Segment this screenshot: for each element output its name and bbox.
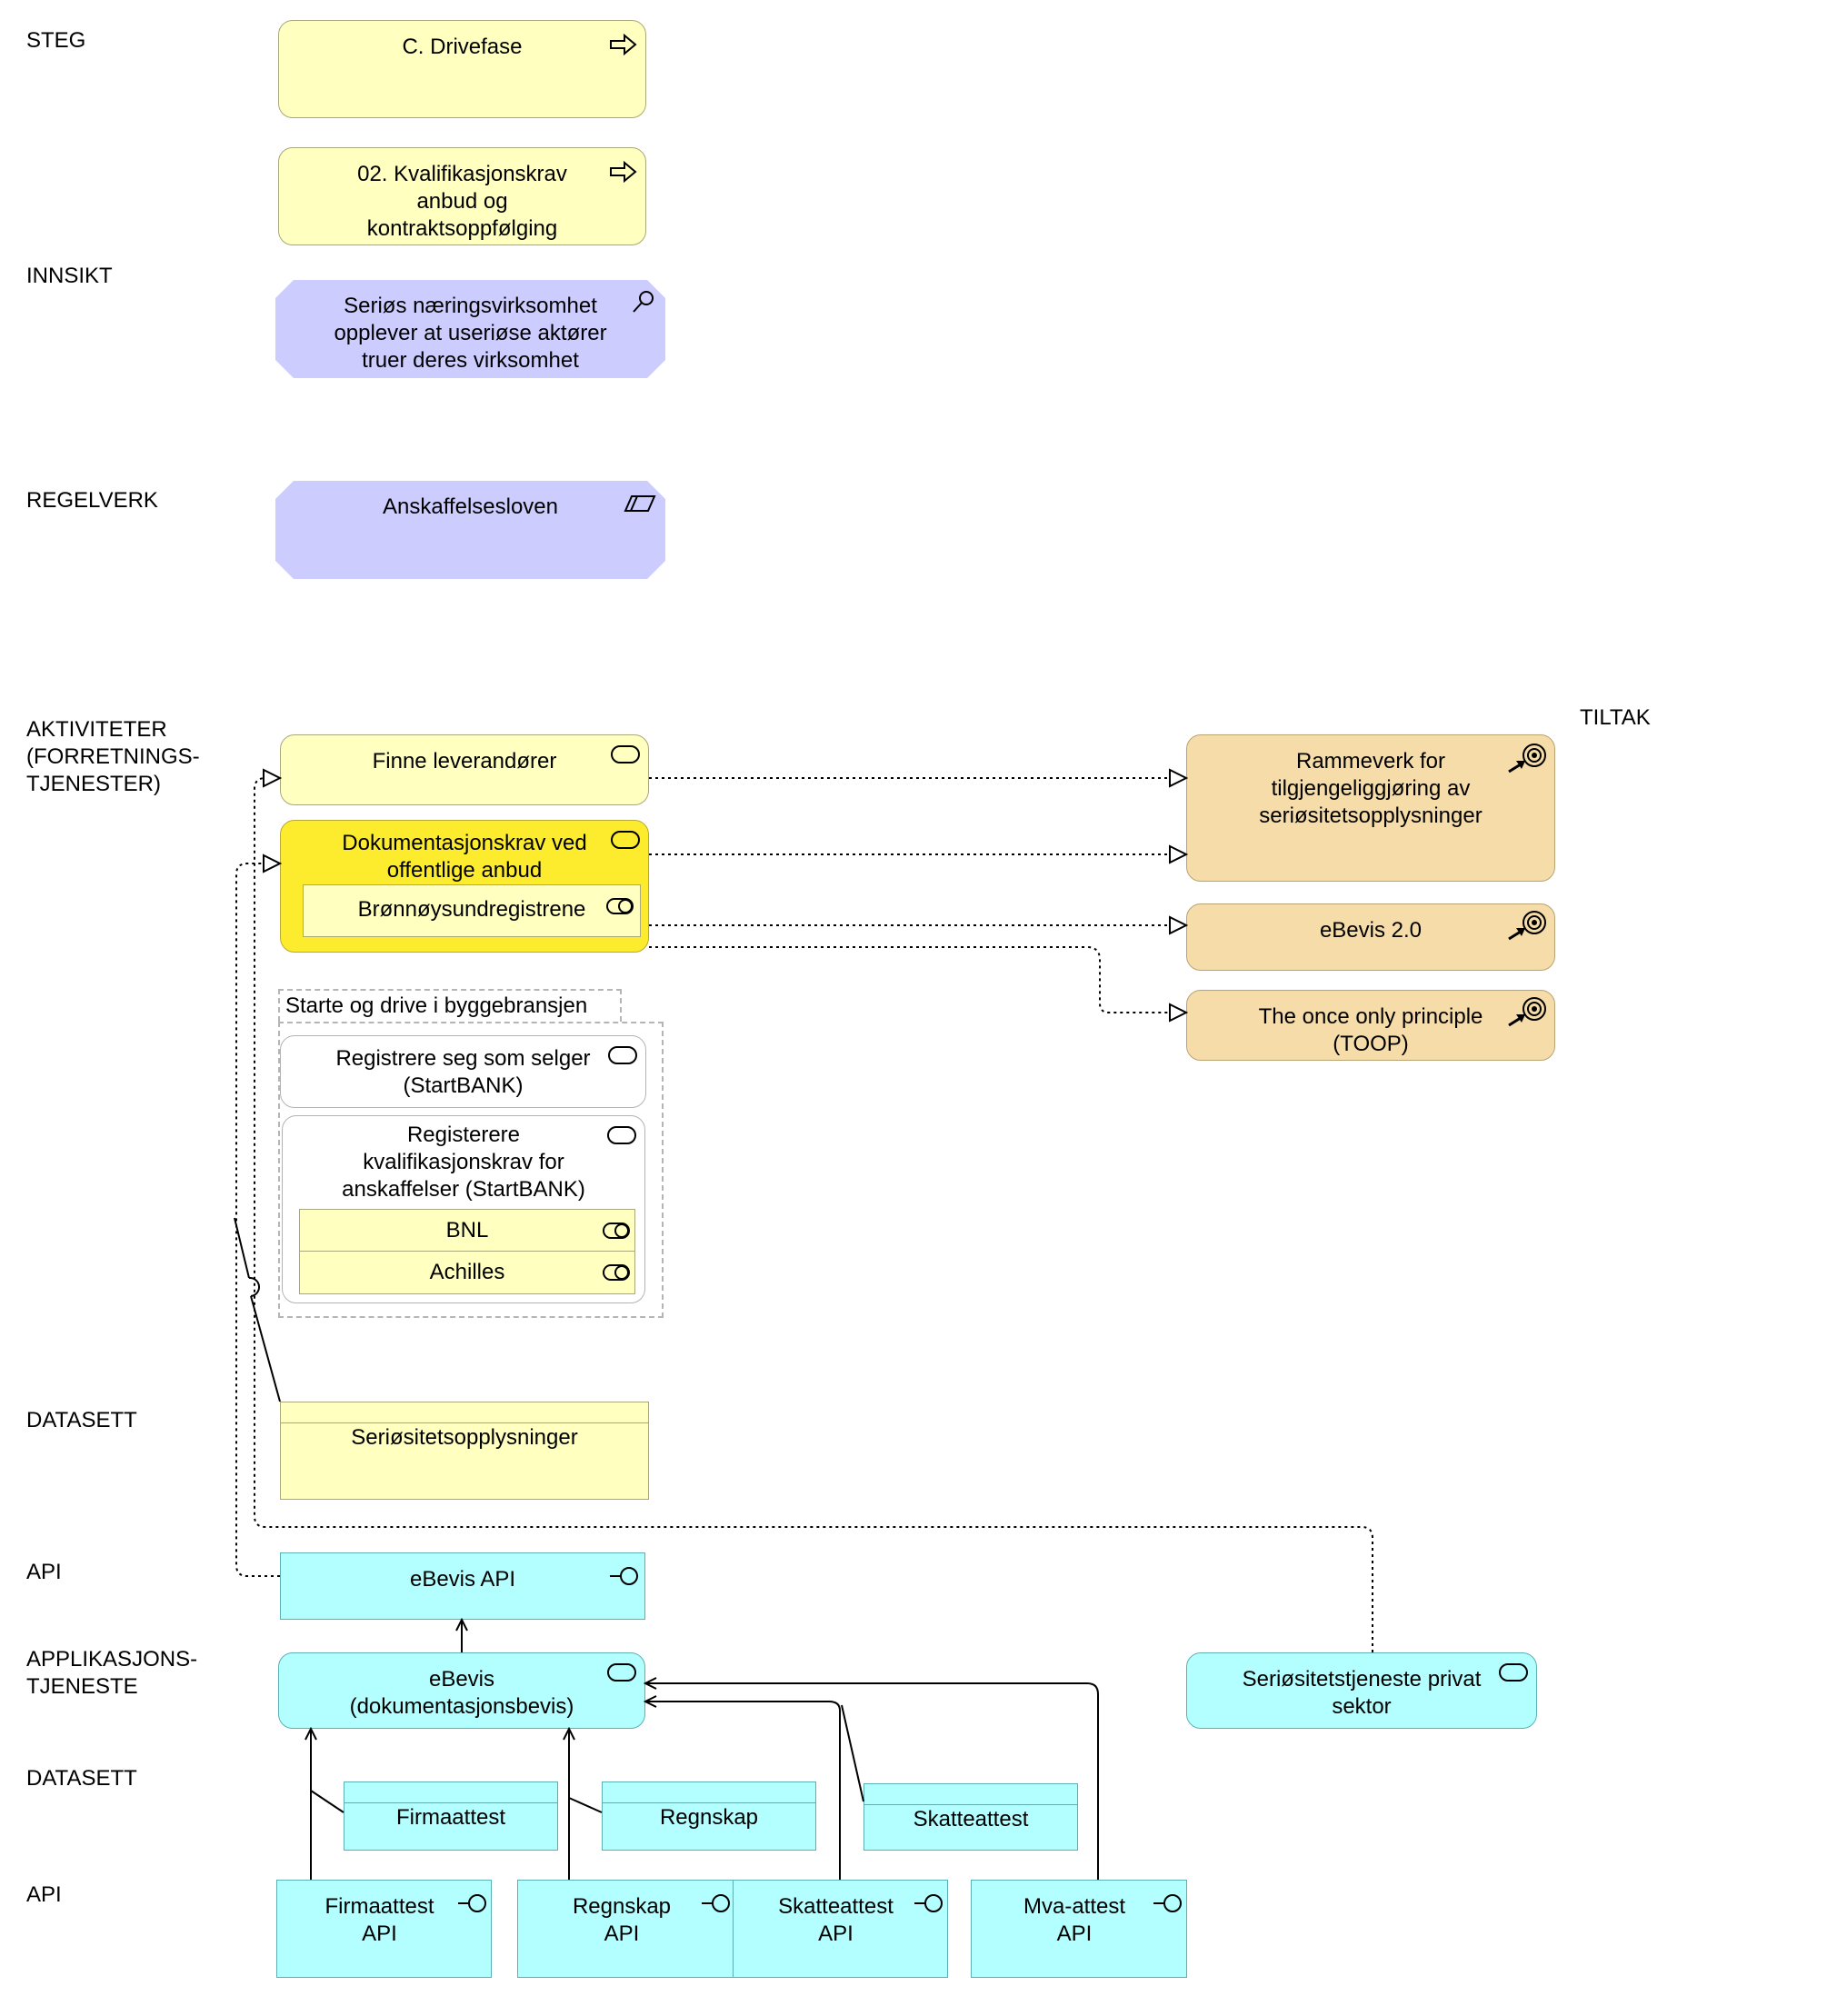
activity-registerere-krav-label: Registerere kvalifikasjonskrav for anska… xyxy=(342,1123,585,1202)
interface-icon xyxy=(458,1894,486,1912)
step-kvalifikasjonskrav-label: 02. Kvalifikasjonskrav anbud og kontrakt… xyxy=(357,162,567,241)
regulation-box[interactable]: Anskaffelsesloven xyxy=(275,481,665,579)
appservice-privat-sektor[interactable]: Seriøsitetstjeneste privat sektor xyxy=(1186,1652,1537,1729)
dataset-header xyxy=(864,1784,1077,1805)
association-line xyxy=(841,1704,864,1802)
api-mva[interactable]: Mva-attest API xyxy=(971,1880,1187,1978)
layer-label-aktiviteter: AKTIVITETER (FORRETNINGS- TJENESTER) xyxy=(26,717,200,796)
interface-icon xyxy=(1153,1894,1182,1912)
step-drivefase[interactable]: C. Drivefase xyxy=(278,20,646,118)
layer-label-datasett-2: DATASETT xyxy=(26,1766,137,1791)
api-regnskap-label: Regnskap API xyxy=(572,1894,672,1946)
dataset-skatteattest[interactable]: Skatteattest xyxy=(864,1783,1078,1851)
service-icon xyxy=(1499,1663,1528,1682)
api-skatteattest-label: Skatteattest API xyxy=(778,1894,894,1946)
insight-label: Seriøs næringsvirksomhet opplever at use… xyxy=(334,294,607,373)
layer-label-api: API xyxy=(26,1560,62,1584)
appservice-ebevis[interactable]: eBevis (dokumentasjonsbevis) xyxy=(278,1652,645,1729)
layer-label-steg: STEG xyxy=(26,28,86,53)
target-icon xyxy=(1508,744,1546,773)
interface-icon xyxy=(914,1894,943,1912)
dataset-seriositetsopplysninger-label: Seriøsitetsopplysninger xyxy=(351,1425,578,1450)
appservice-ebevis-label: eBevis (dokumentasjonsbevis) xyxy=(349,1667,574,1719)
layer-label-applikasjonstjeneste: APPLIKASJONS- TJENESTE xyxy=(26,1647,198,1699)
magnifier-icon xyxy=(633,291,654,313)
component-bnl-label: BNL xyxy=(445,1218,489,1243)
dataset-seriositetsopplysninger[interactable]: Seriøsitetsopplysninger xyxy=(280,1402,649,1500)
measure-rammeverk-label: Rammeverk for tilgjengeliggjøring av ser… xyxy=(1259,749,1483,828)
association-line xyxy=(234,1217,281,1402)
appservice-privat-label: Seriøsitetstjeneste privat sektor xyxy=(1242,1667,1482,1719)
service-icon xyxy=(611,745,640,763)
target-icon xyxy=(1508,911,1546,941)
realization-line xyxy=(254,778,1373,1652)
service-icon xyxy=(611,831,640,849)
activity-dokumentasjonskrav-label: Dokumentasjonskrav ved offentlige anbud xyxy=(342,831,587,883)
serving-line xyxy=(645,1683,1099,1880)
dataset-header xyxy=(603,1782,815,1803)
insight-box[interactable]: Seriøs næringsvirksomhet opplever at use… xyxy=(275,280,665,378)
activity-registrere-selger-label: Registrere seg som selger (StartBANK) xyxy=(335,1046,591,1098)
layer-label-innsikt: INNSIKT xyxy=(26,264,113,288)
api-mva-label: Mva-attest API xyxy=(1023,1894,1126,1946)
activity-finne-label: Finne leverandører xyxy=(372,749,557,773)
activity-finne-leverandorer[interactable]: Finne leverandører xyxy=(280,734,649,805)
api-regnskap[interactable]: Regnskap API xyxy=(517,1880,735,1978)
service-icon xyxy=(607,1126,636,1144)
serving-line xyxy=(645,1702,841,1880)
process-arrow-icon xyxy=(610,161,637,183)
api-firmaattest-label: Firmaattest API xyxy=(324,1894,434,1946)
step-drivefase-label: C. Drivefase xyxy=(402,35,523,59)
activity-dokumentasjonskrav[interactable]: Dokumentasjonskrav ved offentlige anbud … xyxy=(280,820,649,953)
layer-label-datasett: DATASETT xyxy=(26,1408,137,1432)
api-ebevis-label: eBevis API xyxy=(409,1567,516,1592)
measure-ebevis2-label: eBevis 2.0 xyxy=(1319,918,1423,943)
dataset-regnskap-label: Regnskap xyxy=(659,1805,759,1830)
toggle-icon xyxy=(606,898,634,914)
component-achilles-label: Achilles xyxy=(429,1260,505,1284)
step-kvalifikasjonskrav[interactable]: 02. Kvalifikasjonskrav anbud og kontrakt… xyxy=(278,147,646,245)
api-ebevis[interactable]: eBevis API xyxy=(280,1552,645,1620)
measure-toop-label: The once only principle (TOOP) xyxy=(1258,1004,1483,1056)
api-firmaattest[interactable]: Firmaattest API xyxy=(276,1880,492,1978)
process-arrow-icon xyxy=(610,34,637,55)
association-line xyxy=(568,1797,603,1813)
dataset-header xyxy=(281,1402,648,1423)
measure-toop[interactable]: The once only principle (TOOP) xyxy=(1186,990,1555,1061)
toggle-icon xyxy=(603,1264,630,1281)
dataset-skatteattest-label: Skatteattest xyxy=(913,1807,1029,1831)
layer-label-tiltak: TILTAK xyxy=(1580,705,1651,730)
measure-rammeverk[interactable]: Rammeverk for tilgjengeliggjøring av ser… xyxy=(1186,734,1555,882)
component-achilles[interactable]: Achilles xyxy=(299,1251,635,1294)
regulation-label: Anskaffelsesloven xyxy=(382,494,558,519)
layer-label-regelverk: REGELVERK xyxy=(26,488,158,513)
target-icon xyxy=(1508,997,1546,1027)
parallelogram-icon xyxy=(624,495,656,512)
component-bronnoysund-label: Brønnøysundregistrene xyxy=(357,897,586,922)
group-starte-og-drive[interactable] xyxy=(278,1022,664,1318)
dataset-firmaattest-label: Firmaattest xyxy=(395,1805,506,1830)
interface-icon xyxy=(702,1894,730,1912)
dataset-firmaattest[interactable]: Firmaattest xyxy=(344,1781,558,1851)
component-bronnoysund[interactable]: Brønnøysundregistrene xyxy=(303,884,641,937)
association-line xyxy=(310,1790,344,1813)
interface-icon xyxy=(610,1567,638,1585)
service-icon xyxy=(608,1046,637,1064)
activity-registrere-selger[interactable]: Registrere seg som selger (StartBANK) xyxy=(280,1035,646,1108)
api-skatteattest[interactable]: Skatteattest API xyxy=(733,1880,948,1978)
service-icon xyxy=(607,1663,636,1682)
layer-label-api-2: API xyxy=(26,1882,62,1907)
realization-line xyxy=(649,946,1186,1013)
activity-registerere-krav[interactable]: Registerere kvalifikasjonskrav for anska… xyxy=(282,1115,645,1303)
toggle-icon xyxy=(603,1223,630,1239)
association-hop xyxy=(248,1276,260,1297)
dataset-regnskap[interactable]: Regnskap xyxy=(602,1781,816,1851)
realization-line xyxy=(235,863,280,1577)
measure-ebevis2[interactable]: eBevis 2.0 xyxy=(1186,903,1555,971)
group-title: Starte og drive i byggebransjen xyxy=(278,989,622,1022)
dataset-header xyxy=(344,1782,557,1803)
